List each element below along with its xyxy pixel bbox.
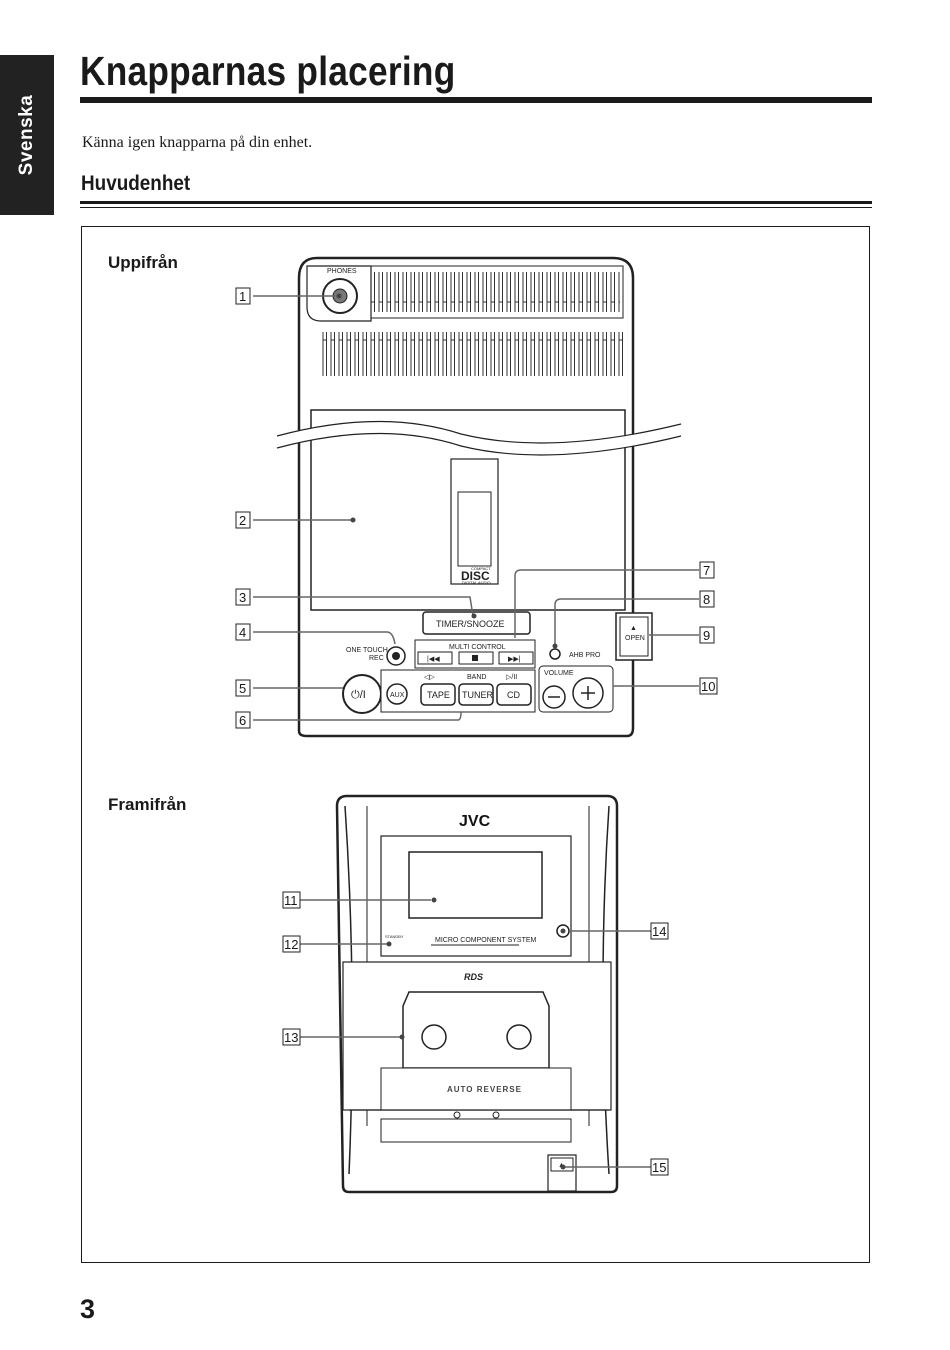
- tuner-label: TUNER: [462, 690, 493, 700]
- callout-8: 8: [703, 592, 710, 607]
- ahb-pro-label: AHB PRO: [569, 652, 601, 659]
- model-line-label: MICRO COMPONENT SYSTEM: [435, 937, 537, 944]
- callout-4: 4: [239, 625, 246, 640]
- callout-10: 10: [701, 679, 715, 694]
- play-pause-icon: ▷/II: [506, 674, 517, 681]
- front-lower-slot: [380, 1118, 572, 1143]
- unit-diagram: Uppifrån PHONES COMPACT DISC DIGITAL AUD…: [108, 253, 718, 1194]
- title-rule: [80, 97, 872, 103]
- one-touch-label: ONE TOUCH: [346, 647, 388, 654]
- cassette-reel-right: [506, 1024, 532, 1050]
- callout-9: 9: [703, 628, 710, 643]
- tape-button[interactable]: [420, 683, 456, 706]
- timer-snooze-label: TIMER/SNOOZE: [436, 619, 505, 629]
- volume-label: VOLUME: [544, 670, 574, 677]
- intro-text: Känna igen knapparna på din enhet.: [82, 134, 313, 151]
- lid-window: [457, 491, 492, 567]
- auto-reverse-label: AUTO REVERSE: [447, 1085, 522, 1094]
- skip-forward-icon: ▶▶|: [508, 656, 521, 663]
- rds-logo: RDS: [464, 972, 483, 982]
- aux-label: AUX: [390, 692, 405, 699]
- cd-label: CD: [507, 690, 520, 700]
- tuner-button[interactable]: [458, 683, 494, 706]
- page-number: 3: [80, 1294, 96, 1324]
- top-view-label: Uppifrån: [108, 253, 178, 272]
- callout-5: 5: [239, 681, 246, 696]
- callout-1: 1: [239, 289, 246, 304]
- standby-label: STANDBY: [385, 934, 404, 939]
- cassette-lower-panel: [380, 1067, 572, 1111]
- skip-forward-button[interactable]: [498, 651, 534, 665]
- timer-snooze-button[interactable]: [422, 611, 531, 635]
- page-title: Knapparnas placering: [80, 48, 456, 94]
- open-label: OPEN: [625, 635, 645, 642]
- callout-11: 11: [284, 893, 298, 908]
- multi-control-label: MULTI CONTROL: [449, 644, 506, 651]
- top-view: Uppifrån PHONES COMPACT DISC DIGITAL AUD…: [108, 253, 718, 738]
- language-tab: Svenska: [0, 55, 54, 215]
- front-view: Framifrån JVC STANDBY MICRO COMPONENT SY…: [108, 794, 669, 1194]
- tape-label: TAPE: [427, 690, 450, 700]
- cassette-reel-left: [421, 1024, 447, 1050]
- callout-14: 14: [652, 924, 666, 939]
- callout-7: 7: [703, 563, 710, 578]
- ahb-pro-button[interactable]: [549, 648, 561, 660]
- callout-6: 6: [239, 713, 246, 728]
- rec-label: REC: [369, 655, 384, 662]
- aux-button[interactable]: [386, 683, 408, 705]
- disc-logo: DISC: [461, 569, 490, 583]
- callout-15: 15: [652, 1160, 666, 1175]
- callout-12: 12: [284, 937, 298, 952]
- phones-label: PHONES: [327, 268, 357, 275]
- brand-logo: JVC: [459, 813, 491, 830]
- stop-icon: [472, 655, 478, 661]
- eject-icon: ▲: [630, 625, 637, 632]
- band-label: BAND: [467, 674, 486, 681]
- callout-2: 2: [239, 513, 246, 528]
- language-tab-label: Svenska: [16, 94, 37, 176]
- skip-back-icon: |◀◀: [427, 656, 440, 663]
- open-button[interactable]: [619, 616, 649, 657]
- disc-logo-top: COMPACT: [471, 566, 491, 571]
- band-prev-icon: ◁▷: [424, 674, 435, 681]
- section-rule-thin: [80, 207, 872, 208]
- section-rule: [80, 201, 872, 204]
- front-view-label: Framifrån: [108, 795, 186, 814]
- power-label: ⏻/I: [351, 689, 366, 701]
- cd-button[interactable]: [496, 683, 532, 706]
- vent-slots-lower: [321, 332, 625, 376]
- vent-slots-upper: [357, 272, 620, 312]
- skip-back-button[interactable]: [417, 651, 453, 665]
- section-heading: Huvudenhet: [81, 172, 191, 195]
- disc-logo-bottom: DIGITAL AUDIO: [462, 580, 491, 585]
- figure-frame: [81, 226, 870, 1263]
- display-window: [408, 851, 543, 919]
- callout-3: 3: [239, 590, 246, 605]
- callout-13: 13: [284, 1030, 298, 1045]
